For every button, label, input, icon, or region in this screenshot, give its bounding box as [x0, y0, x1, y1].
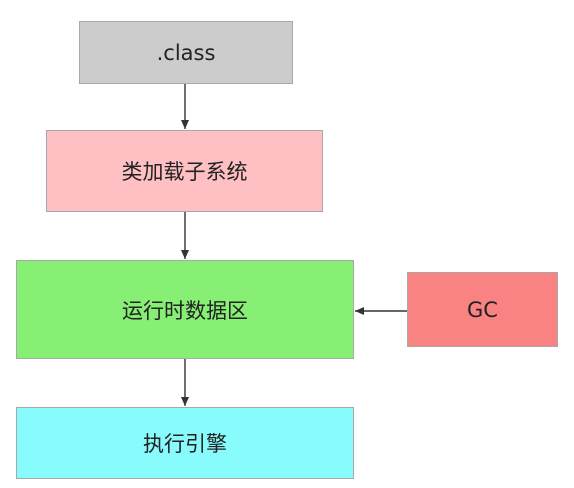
- class-loader-label: 类加载子系统: [121, 160, 248, 184]
- runtime-data-label: 运行时数据区: [122, 298, 248, 323]
- execution-engine-node: 执行引擎: [16, 407, 354, 479]
- runtime-data-area-node: 运行时数据区: [16, 260, 354, 359]
- gc-node: GC: [407, 272, 558, 347]
- execution-engine-label: 执行引擎: [143, 432, 227, 456]
- class-file-node: .class: [79, 21, 293, 84]
- class-file-label: .class: [156, 40, 216, 65]
- class-loader-subsystem-node: 类加载子系统: [46, 130, 323, 212]
- gc-label: GC: [467, 297, 498, 322]
